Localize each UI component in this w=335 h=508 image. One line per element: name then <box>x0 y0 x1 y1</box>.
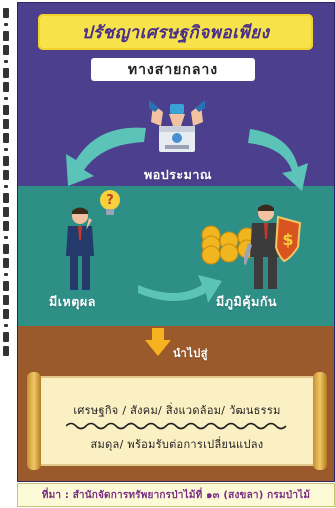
scroll-balance-text: สมดุล/ พร้อมรับต่อการเปลี่ยนแปลง <box>90 438 264 451</box>
down-arrow-icon <box>145 328 171 356</box>
scroll-outcomes-text: เศรษฐกิจ / สังคม/ สิ่งแวดล้อม/ วัฒนธรรม <box>73 404 281 417</box>
businessman-with-shield-icon: $ <box>244 204 302 289</box>
leads-to-label: นำไปสู่ <box>173 347 208 360</box>
poster-subtitle: ทางสายกลาง <box>91 58 255 81</box>
cycle-arrow-icon <box>138 275 222 303</box>
immunity-label: มีภูมิคุ้มกัน <box>216 294 277 309</box>
hands-holding-box-icon <box>149 100 205 152</box>
svg-text:$: $ <box>282 230 293 249</box>
source-caption: ที่มา : สำนักจัดการทรัพยากรป่าไม้ที่ ๑๓ … <box>17 483 335 507</box>
scroll-roll-right <box>313 372 327 470</box>
poster-title: ปรัชญาเศรษฐกิจพอเพียง <box>38 14 313 50</box>
cycle-arrow-icon <box>248 129 308 191</box>
scroll-roll-left <box>27 372 41 470</box>
decorative-divider <box>66 422 287 430</box>
cycle-arrow-icon <box>66 127 146 186</box>
side-text-strip <box>0 0 12 480</box>
reason-label: มีเหตุผล <box>49 294 96 309</box>
svg-text:?: ? <box>106 193 114 208</box>
paper-scroll-icon: เศรษฐกิจ / สังคม/ สิ่งแวดล้อม/ วัฒนธรรม … <box>27 372 327 470</box>
moderation-label: พอประมาณ <box>144 167 212 182</box>
scroll-body: เศรษฐกิจ / สังคม/ สิ่งแวดล้อม/ วัฒนธรรม … <box>40 376 314 466</box>
thinking-man-icon <box>66 207 94 290</box>
sufficiency-economy-poster: ปรัชญาเศรษฐกิจพอเพียง ทางสายกลาง พอประมา… <box>17 2 335 482</box>
lightbulb-question-icon: ? <box>100 190 120 215</box>
